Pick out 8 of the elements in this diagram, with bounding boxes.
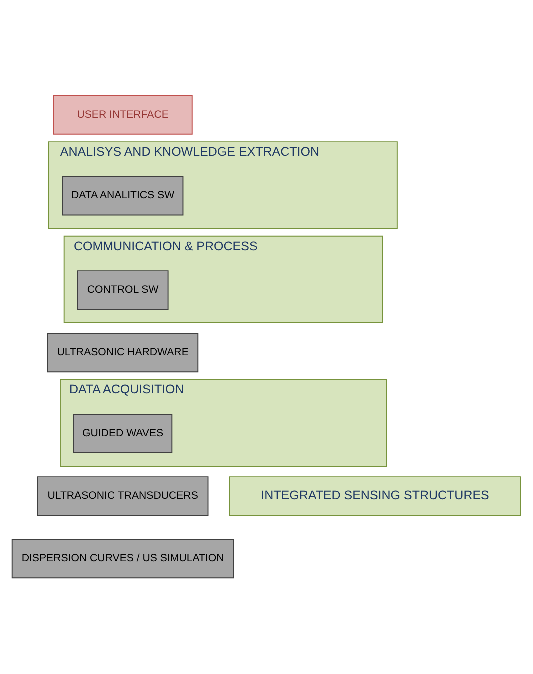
node-box: INTEGRATED SENSING STRUCTURES [229, 476, 522, 516]
node-box: GUIDED WAVES [73, 414, 173, 454]
node-box: ULTRASONIC HARDWARE [48, 333, 199, 373]
node-box: CONTROL SW [77, 270, 169, 310]
node-box: ULTRASONIC TRANSDUCERS [37, 476, 209, 516]
node-box: USER INTERFACE [53, 95, 193, 135]
node-box: DATA ANALITICS SW [62, 176, 184, 216]
node-box: DISPERSION CURVES / US SIMULATION [12, 539, 234, 579]
